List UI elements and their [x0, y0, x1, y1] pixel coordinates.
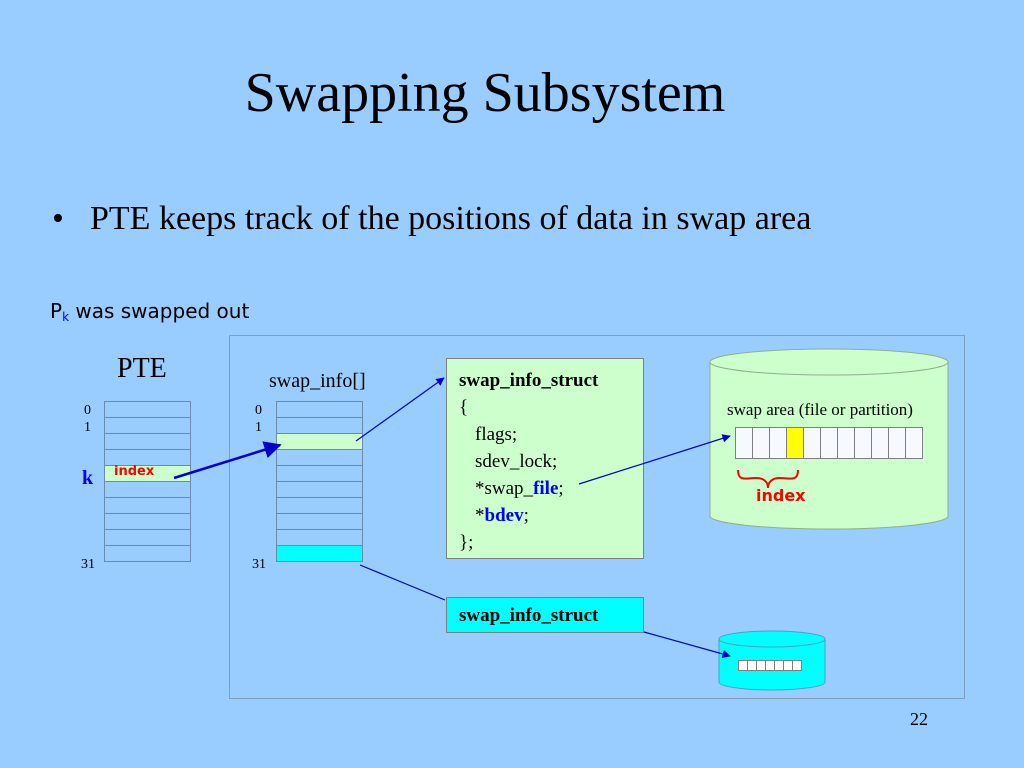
page-number: 22: [910, 709, 928, 729]
caption-rest: was swapped out: [69, 299, 250, 323]
pte-row: [105, 418, 191, 434]
struct-field-sdev-lock: sdev_lock;: [475, 451, 558, 472]
swap-area-slots: [735, 427, 923, 459]
struct-field-file-highlight: file: [533, 478, 559, 499]
struct-field-file-suffix: ;: [558, 478, 564, 499]
swap-info-row: [277, 530, 363, 546]
swap-info-row: [277, 418, 363, 434]
bullet-point: • PTE keeps track of the positions of dat…: [52, 197, 811, 241]
slide-title: Swapping Subsystem: [244, 62, 726, 124]
swap-info-row: [277, 514, 363, 530]
swap-area-label: swap area (file or partition): [727, 400, 913, 419]
swap-slot: [804, 427, 821, 459]
small-swap-slot: [739, 660, 748, 671]
swap-info-index-1: 1: [255, 420, 262, 435]
bullet-text: PTE keeps track of the positions of data…: [90, 200, 812, 237]
swap-info-array-label: swap_info[]: [269, 370, 366, 392]
swap-slot: [889, 427, 906, 459]
pte-index-0: 0: [84, 403, 91, 418]
small-swap-slot: [784, 660, 793, 671]
pte-table: index: [104, 401, 191, 562]
swap-info-struct-box: swap_info_struct { flags; sdev_lock; *sw…: [446, 358, 644, 559]
swap-slot: [736, 427, 753, 459]
swap-slot: [821, 427, 838, 459]
pte-row: [105, 402, 191, 418]
swap-info-table: [276, 401, 363, 562]
pte-row: [105, 498, 191, 514]
pte-entry-index: index: [114, 464, 155, 479]
small-swap-area-slots: [738, 660, 802, 671]
pte-row: [105, 482, 191, 498]
swap-slot: [770, 427, 787, 459]
pte-row: [105, 434, 191, 450]
struct-field-bdev: *bdev;: [459, 502, 631, 529]
bullet-icon: •: [52, 200, 64, 237]
struct-close-brace: };: [459, 532, 474, 553]
pte-index-k: k: [82, 467, 94, 489]
pte-row: [105, 546, 191, 562]
struct-field-bdev-suffix: ;: [523, 505, 529, 526]
swap-slot: [872, 427, 889, 459]
struct-field-bdev-highlight: bdev: [484, 505, 524, 526]
swap-slot: [753, 427, 770, 459]
small-swap-slot: [748, 660, 757, 671]
small-swap-slot: [775, 660, 784, 671]
pte-row: [105, 530, 191, 546]
pte-index-31: 31: [81, 557, 95, 572]
small-swap-slot: [793, 660, 802, 671]
pte-table-label: PTE: [117, 353, 167, 384]
swap-info-row-31: [277, 546, 363, 562]
struct-field-file-prefix: *swap_: [475, 478, 534, 499]
swap-info-index-0: 0: [255, 403, 262, 418]
pte-row-k: index: [105, 464, 191, 482]
small-swap-slot: [766, 660, 775, 671]
swap-slot-highlighted: [787, 427, 804, 459]
swap-info-row: [277, 498, 363, 514]
swap-slot: [855, 427, 872, 459]
swap-info-row: [277, 466, 363, 482]
swap-info-row: [277, 482, 363, 498]
swap-info-row-1: [277, 434, 363, 450]
diagram-frame: [229, 335, 965, 699]
struct-field-swap-file: *swap_file;: [459, 475, 631, 502]
small-swap-slot: [757, 660, 766, 671]
swap-slot: [838, 427, 855, 459]
swap-info-row: [277, 450, 363, 466]
swapped-out-caption: Pk was swapped out: [50, 297, 249, 331]
struct-field-bdev-prefix: *: [475, 505, 485, 526]
caption-subscript: k: [62, 310, 70, 324]
swap-slot: [906, 427, 923, 459]
pte-index-1: 1: [84, 420, 91, 435]
struct-header: swap_info_struct: [459, 370, 599, 391]
struct-open-brace: {: [459, 397, 469, 418]
struct-field-flags: flags;: [475, 424, 518, 445]
pte-row: [105, 514, 191, 530]
swap-info-row: [277, 402, 363, 418]
swap-info-index-31: 31: [252, 557, 266, 572]
swap-area-index-label: index: [756, 486, 806, 505]
caption-p: P: [50, 299, 63, 323]
swap-info-struct-box-2: swap_info_struct: [446, 597, 644, 633]
